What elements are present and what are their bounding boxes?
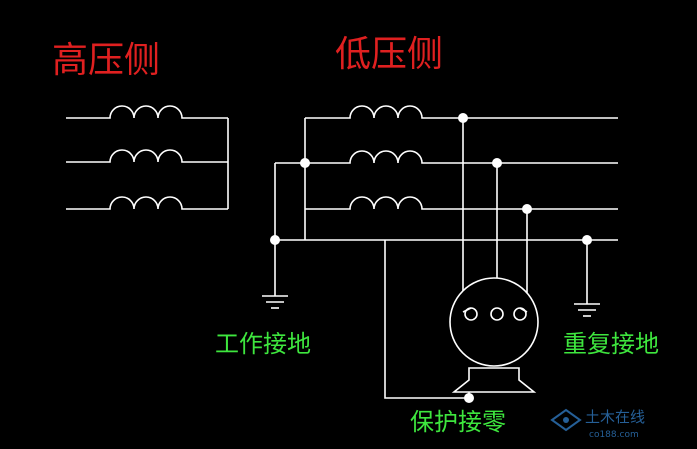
high-winding-1 xyxy=(66,105,228,119)
junction-dot xyxy=(270,235,280,245)
watermark-brand: 土木在线 xyxy=(585,408,645,426)
high-winding-3 xyxy=(66,196,228,210)
high-winding-2 xyxy=(66,149,228,163)
watermark-site: co188.com xyxy=(589,430,639,440)
high-side-label: 高压侧 xyxy=(52,40,160,81)
motor-lead-3-bend xyxy=(519,307,528,313)
junction-dots xyxy=(270,113,592,403)
low-side-label: 低压侧 xyxy=(335,34,443,75)
phase-line-1 xyxy=(305,105,618,119)
junction-dot xyxy=(458,113,468,123)
motor-lead-1-bend xyxy=(462,307,472,313)
motor-icon xyxy=(449,277,539,393)
protective-neutral-label: 保护接零 xyxy=(410,408,506,436)
motor-terminal-2 xyxy=(490,307,504,321)
high-side-windings xyxy=(66,105,229,210)
motor-base xyxy=(451,367,537,393)
junction-dot xyxy=(300,158,310,168)
junction-dot xyxy=(492,158,502,168)
junction-dot xyxy=(464,393,474,403)
phase-line-2 xyxy=(305,150,618,164)
watermark-logo-icon xyxy=(550,408,582,432)
phase-line-3 xyxy=(305,196,618,210)
working-ground-icon xyxy=(262,295,288,309)
repeat-ground-icon xyxy=(574,303,600,317)
working-ground-label: 工作接地 xyxy=(215,330,311,358)
junction-dot xyxy=(522,204,532,214)
junction-dot xyxy=(582,235,592,245)
watermark: 土木在线 co188.com xyxy=(550,408,645,440)
repeat-ground-label: 重复接地 xyxy=(563,330,659,358)
